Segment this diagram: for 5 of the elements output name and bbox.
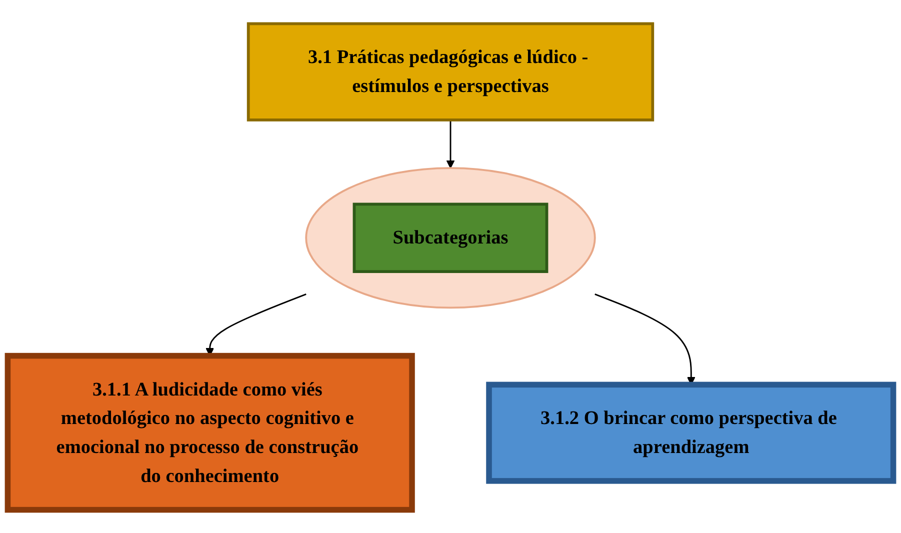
arrow — [446, 120, 455, 168]
node-box: 3.1.1 A ludicidade como viés metodológico no aspecto cognitivo e emocional no processo de construção do conhecimento — [4, 352, 415, 512]
node-box: Subcategorias — [352, 202, 548, 273]
node-box: 3.1.2 O brincar como perspectiva de aprendizagem — [486, 382, 896, 484]
node-box: 3.1 Práticas pedagógicas e lúdico - estímulos e perspectivas — [246, 22, 654, 122]
